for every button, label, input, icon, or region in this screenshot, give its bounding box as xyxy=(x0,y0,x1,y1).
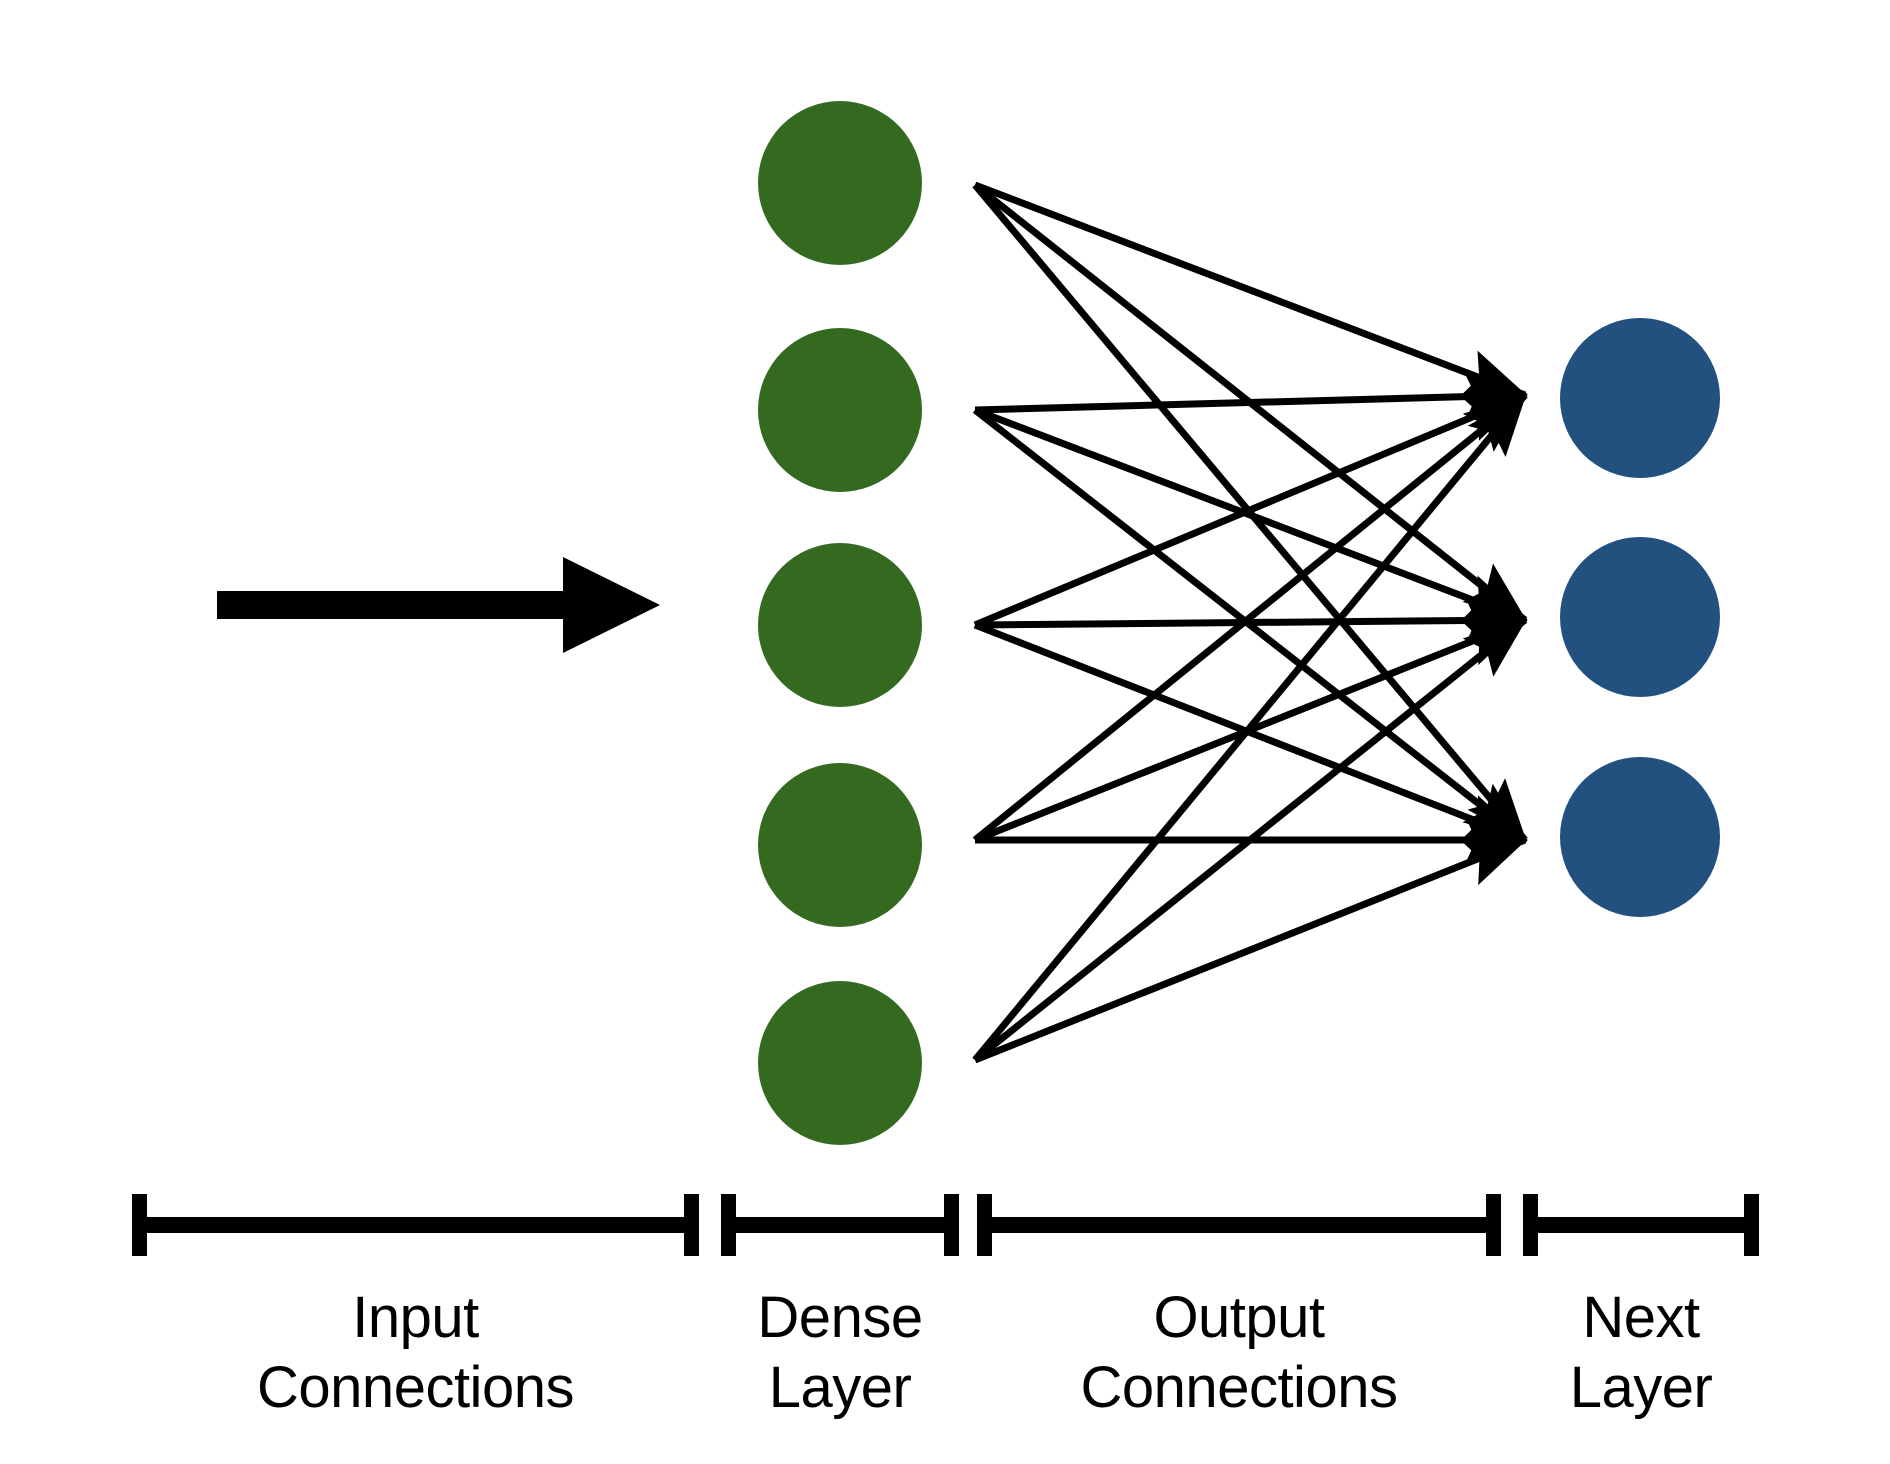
input-arrow xyxy=(217,557,660,653)
bracket-tick-right-input-connections xyxy=(684,1194,699,1256)
dense-layer-node xyxy=(758,328,922,492)
bracket-tick-right-next-layer xyxy=(1744,1194,1759,1256)
bracket-tick-left-input-connections xyxy=(132,1194,147,1256)
bracket-label-line1: Input xyxy=(352,1285,479,1350)
dense-layer-node xyxy=(758,763,922,927)
next-layer-nodes xyxy=(1560,318,1720,917)
connection-line xyxy=(972,392,1528,843)
connection-line xyxy=(973,836,1528,1064)
connection-line xyxy=(973,391,1528,629)
bracket-bar-input-connections xyxy=(132,1217,699,1233)
bracket-bar-output-connections xyxy=(977,1217,1501,1233)
bracket-tick-left-output-connections xyxy=(977,1194,992,1256)
bracket-label-line1: Dense xyxy=(757,1285,923,1350)
bracket-tick-right-output-connections xyxy=(1486,1194,1501,1256)
bracket-tick-left-dense-layer xyxy=(721,1194,736,1256)
next-layer-node xyxy=(1560,757,1720,917)
dense-layer-node xyxy=(758,981,922,1145)
next-layer-node xyxy=(1560,318,1720,478)
input-arrow-group xyxy=(217,557,660,653)
connection-line xyxy=(973,181,1528,399)
dense-layer-nodes xyxy=(758,101,922,1145)
next-layer-node xyxy=(1560,537,1720,697)
bracket-bar-dense-layer xyxy=(721,1217,959,1233)
bracket-label-line2: Layer xyxy=(1569,1355,1713,1420)
connection-line xyxy=(974,372,1528,422)
bracket-tick-left-next-layer xyxy=(1523,1194,1538,1256)
bracket-label-line1: Output xyxy=(1153,1285,1325,1350)
bracket-label-line2: Layer xyxy=(768,1355,912,1420)
dense-layer-node xyxy=(758,101,922,265)
connection-line xyxy=(972,617,1528,1063)
connection-line xyxy=(974,596,1528,646)
bracket-scale-group xyxy=(132,1194,1759,1256)
bracket-label-line2: Connections xyxy=(257,1355,574,1420)
bracket-bar-next-layer xyxy=(1523,1217,1759,1233)
bracket-label-line1: Next xyxy=(1582,1285,1700,1350)
bracket-label-line2: Connections xyxy=(1080,1355,1398,1420)
connection-line xyxy=(972,392,1528,1063)
output-connections-group xyxy=(972,181,1528,1064)
bracket-tick-right-dense-layer xyxy=(944,1194,959,1256)
dense-layer-node xyxy=(758,543,922,707)
connection-line xyxy=(973,406,1528,624)
